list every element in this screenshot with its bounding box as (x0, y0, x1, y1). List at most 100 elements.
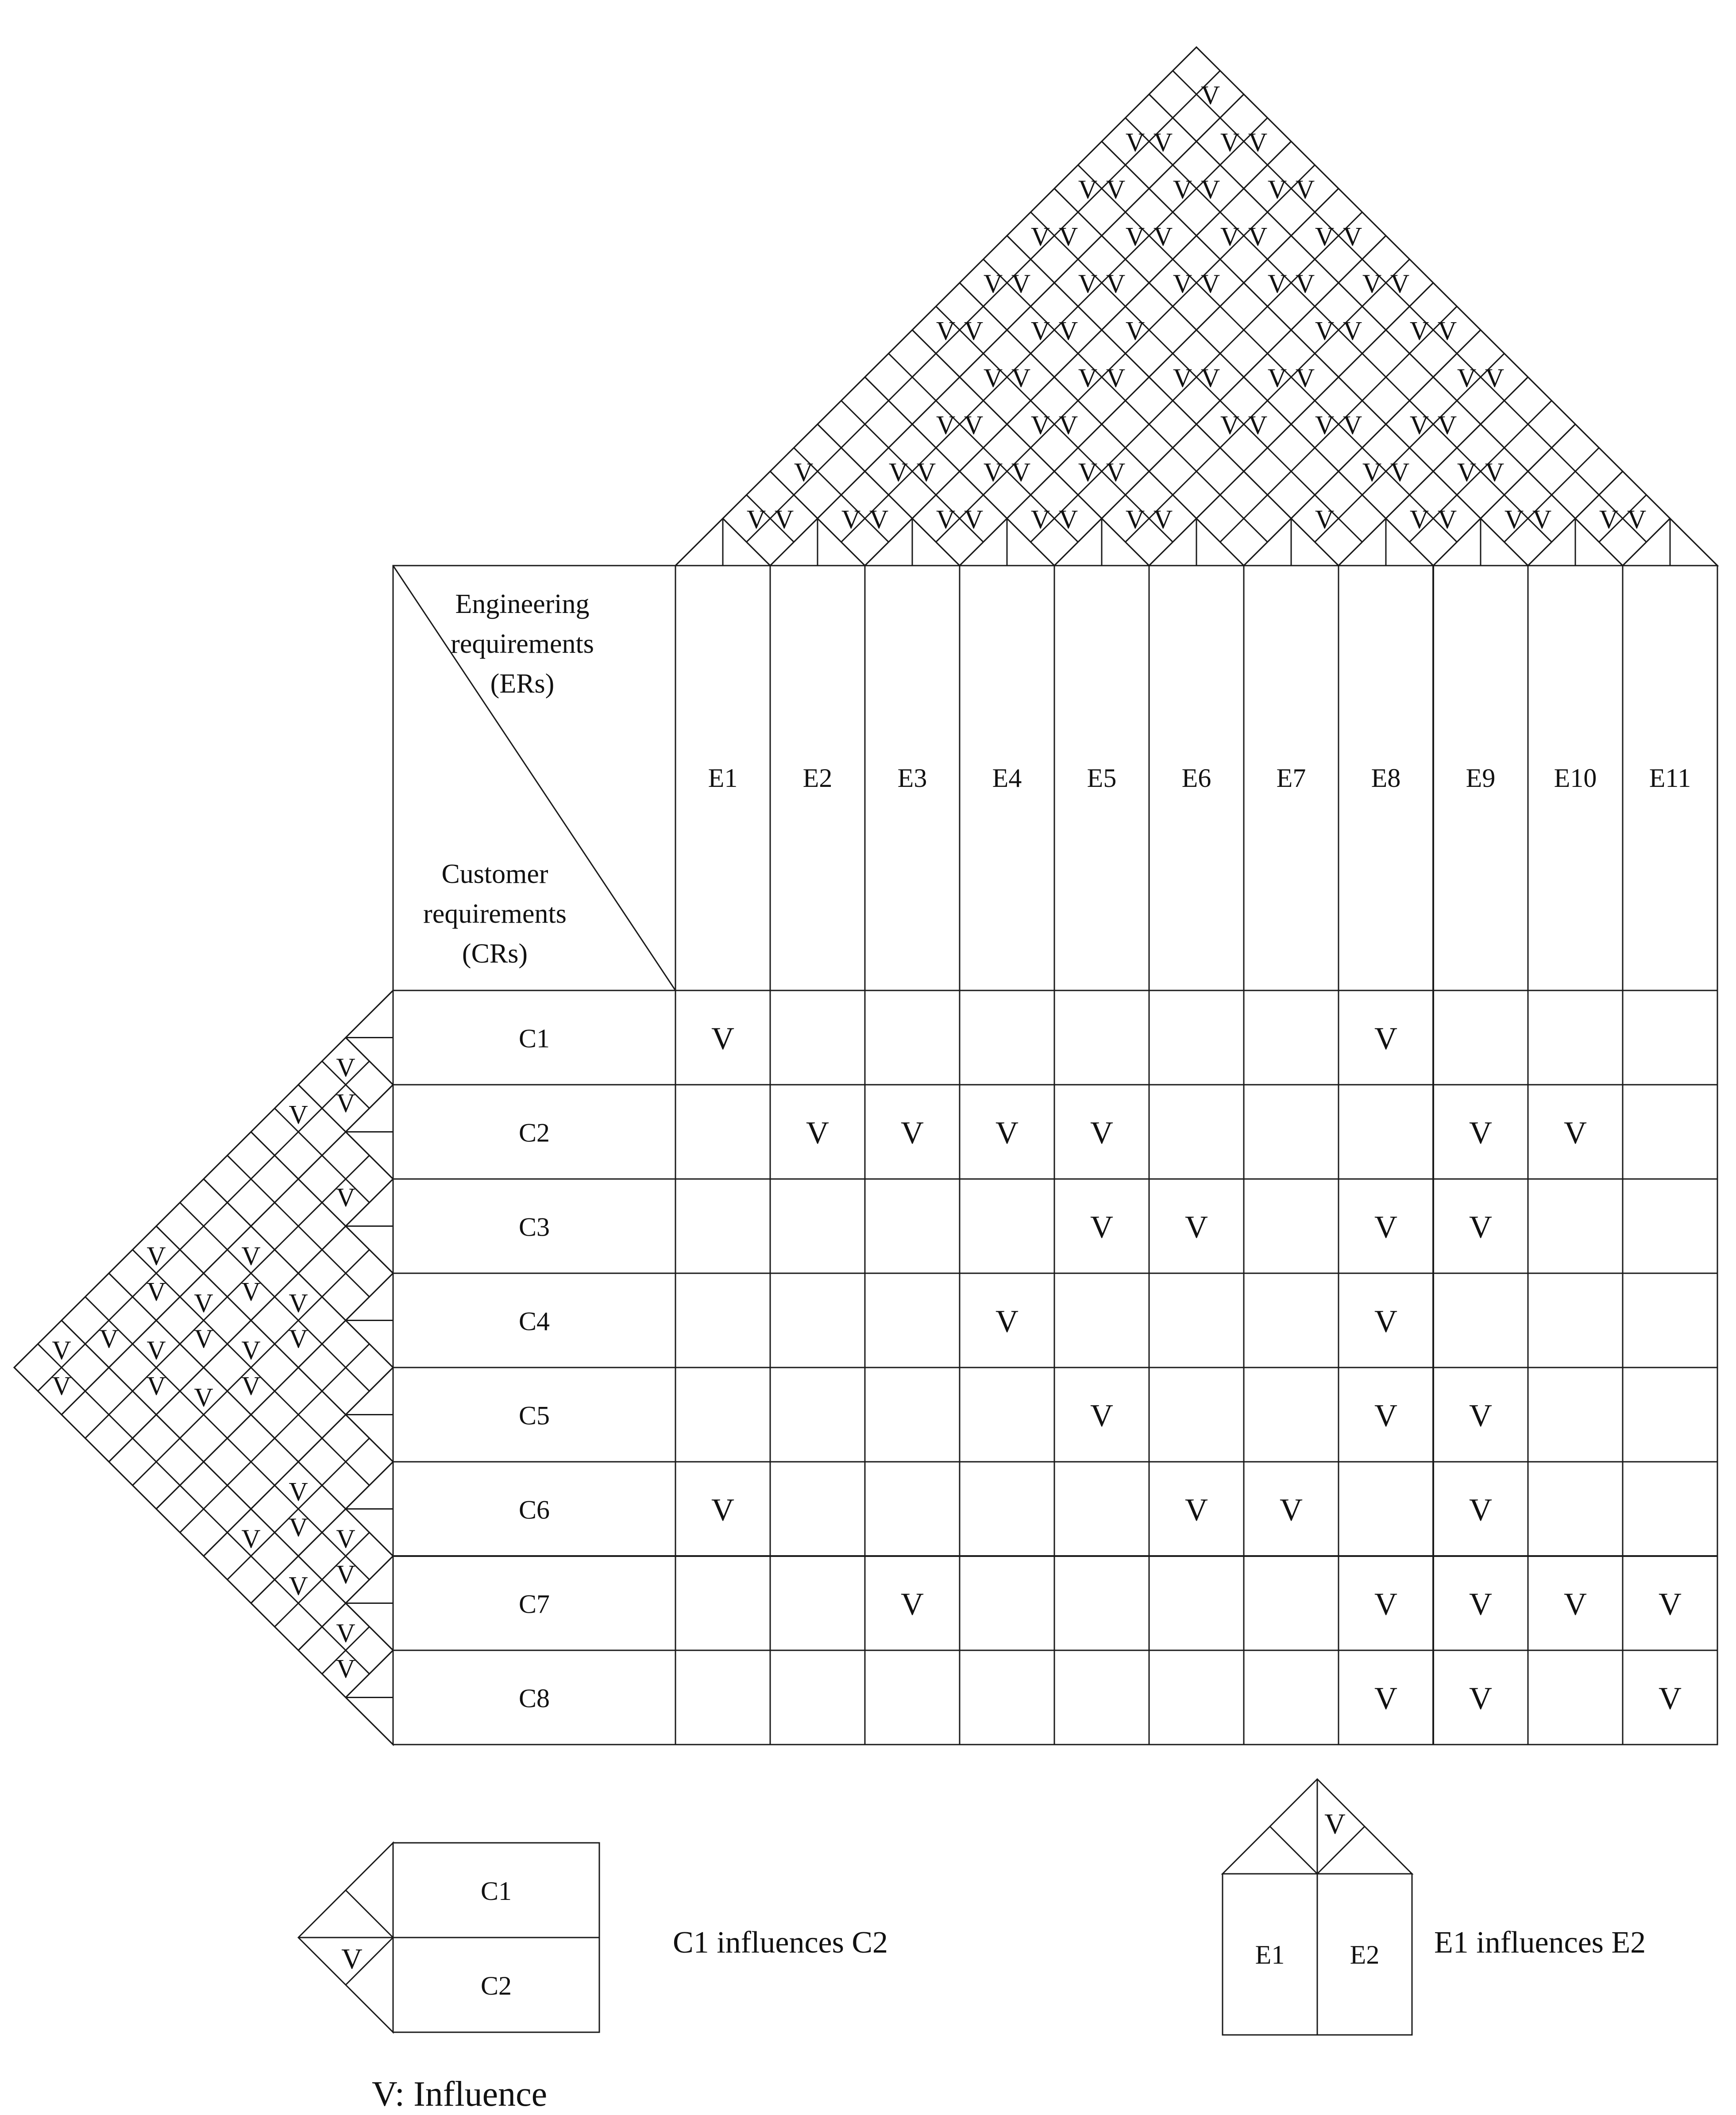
wing-mark: V (194, 1288, 213, 1318)
roof-mark: V (1438, 411, 1457, 440)
roof-mark: V (1011, 363, 1030, 393)
roof-mark: V (1485, 363, 1504, 393)
wing-mark: V (336, 1618, 355, 1648)
roof-mark: V (936, 411, 955, 440)
cr-label-line-1: Customer (441, 859, 548, 889)
relationship-mark: V (1564, 1587, 1587, 1622)
roof-mark: V (1410, 316, 1429, 346)
roof-mark: V (1173, 175, 1192, 204)
row-label-c1: C1 (519, 1024, 550, 1053)
relationship-mark: V (1374, 1021, 1397, 1056)
wing-mark: V (289, 1288, 308, 1318)
wing-mark: V (241, 1336, 260, 1365)
relationship-mark: V (1659, 1681, 1682, 1716)
legend-e-mark: V (1324, 1808, 1346, 1840)
roof-mark: V (1410, 411, 1429, 440)
roof-mark: V (1106, 175, 1125, 204)
col-label-e3: E3 (898, 763, 927, 793)
roof-mark: V (1153, 505, 1173, 534)
row-label-c3: C3 (519, 1213, 550, 1242)
roof-mark: V (1505, 505, 1524, 534)
roof-mark: V (1126, 316, 1145, 346)
wing-mark: V (289, 1100, 308, 1129)
roof-mark: V (1201, 363, 1220, 393)
roof-mark: V (1220, 411, 1239, 440)
relationship-mark: V (995, 1115, 1018, 1151)
relationship-mark: V (1280, 1492, 1303, 1528)
col-label-e9: E9 (1466, 763, 1496, 793)
relationship-mark: V (901, 1587, 924, 1622)
roof-mark: V (1362, 458, 1381, 487)
roof-mark: V (1390, 458, 1409, 487)
legend-c1-label: C1 (481, 1876, 512, 1906)
col-label-e8: E8 (1371, 763, 1401, 793)
er-label-line-3: (ERs) (490, 669, 555, 699)
roof-mark: V (1343, 411, 1362, 440)
wing-mark: V (147, 1336, 166, 1365)
roof-mark: V (1078, 458, 1097, 487)
legend-c2-label: C2 (481, 1971, 512, 2000)
legend-c-caption: C1 influences C2 (673, 1926, 888, 1960)
col-label-e5: E5 (1087, 763, 1117, 793)
roof-mark: V (1315, 505, 1334, 534)
relationship-mark: V (1374, 1587, 1397, 1622)
wing-mark: V (241, 1371, 260, 1400)
roof-mark: V (1268, 269, 1287, 298)
wing-mark: V (194, 1324, 213, 1353)
roof-mark: V (984, 363, 1003, 393)
wing-mark: V (289, 1513, 308, 1542)
roof-mark: V (1201, 269, 1220, 298)
roof-mark: V (917, 458, 936, 487)
relationship-mark: V (1469, 1398, 1492, 1433)
roof-mark: V (1220, 222, 1239, 251)
roof-mark: V (1296, 269, 1315, 298)
roof-mark: V (1059, 316, 1078, 346)
row-label-c4: C4 (519, 1307, 550, 1336)
wing-mark: V (241, 1241, 260, 1271)
roof-mark: V (1078, 175, 1097, 204)
roof-mark: V (1315, 222, 1334, 251)
roof-mark: V (1106, 363, 1125, 393)
roof-mark: V (984, 269, 1003, 298)
relationship-mark: V (711, 1021, 734, 1056)
col-label-e6: E6 (1182, 763, 1211, 793)
roof-mark: V (936, 505, 955, 534)
wing-mark: V (336, 1183, 355, 1212)
relationship-mark: V (1469, 1587, 1492, 1622)
row-label-c8: C8 (519, 1684, 550, 1713)
roof-mark: V (1248, 128, 1267, 157)
roof-mark: V (1438, 505, 1457, 534)
col-label-e7: E7 (1277, 763, 1306, 793)
roof-mark: V (1390, 269, 1409, 298)
roof-mark: V (936, 316, 955, 346)
roof-mark: V (1627, 505, 1646, 534)
cr-label-line-3: (CRs) (462, 939, 528, 969)
roof-mark: V (1059, 222, 1078, 251)
roof-mark: V (964, 411, 983, 440)
relationship-mark: V (1185, 1210, 1208, 1245)
relationship-mark: V (1469, 1681, 1492, 1716)
relationship-mark: V (1374, 1304, 1397, 1339)
roof-mark: V (889, 458, 908, 487)
col-label-e1: E1 (708, 763, 738, 793)
relationship-mark: V (1469, 1492, 1492, 1528)
wing-mark: V (52, 1336, 71, 1365)
wing-mark: V (241, 1524, 260, 1553)
wing-mark: V (147, 1277, 166, 1306)
roof-mark: V (1031, 222, 1050, 251)
legend-engineering-example: E1 E2 V E1 influences E2 (1221, 1778, 1646, 2036)
row-label-c2: C2 (519, 1118, 550, 1148)
relationship-mark: V (1090, 1115, 1113, 1151)
roof-mark: V (1031, 316, 1050, 346)
roof-mark: V (775, 505, 794, 534)
wing-mark: V (289, 1571, 308, 1600)
relationship-matrix-grid (392, 565, 1718, 1745)
roof-mark: V (1220, 128, 1239, 157)
roof-mark: V (1599, 505, 1618, 534)
wing-mark: V (241, 1277, 260, 1306)
col-label-e11: E11 (1649, 763, 1691, 793)
wing-mark: V (147, 1241, 166, 1271)
